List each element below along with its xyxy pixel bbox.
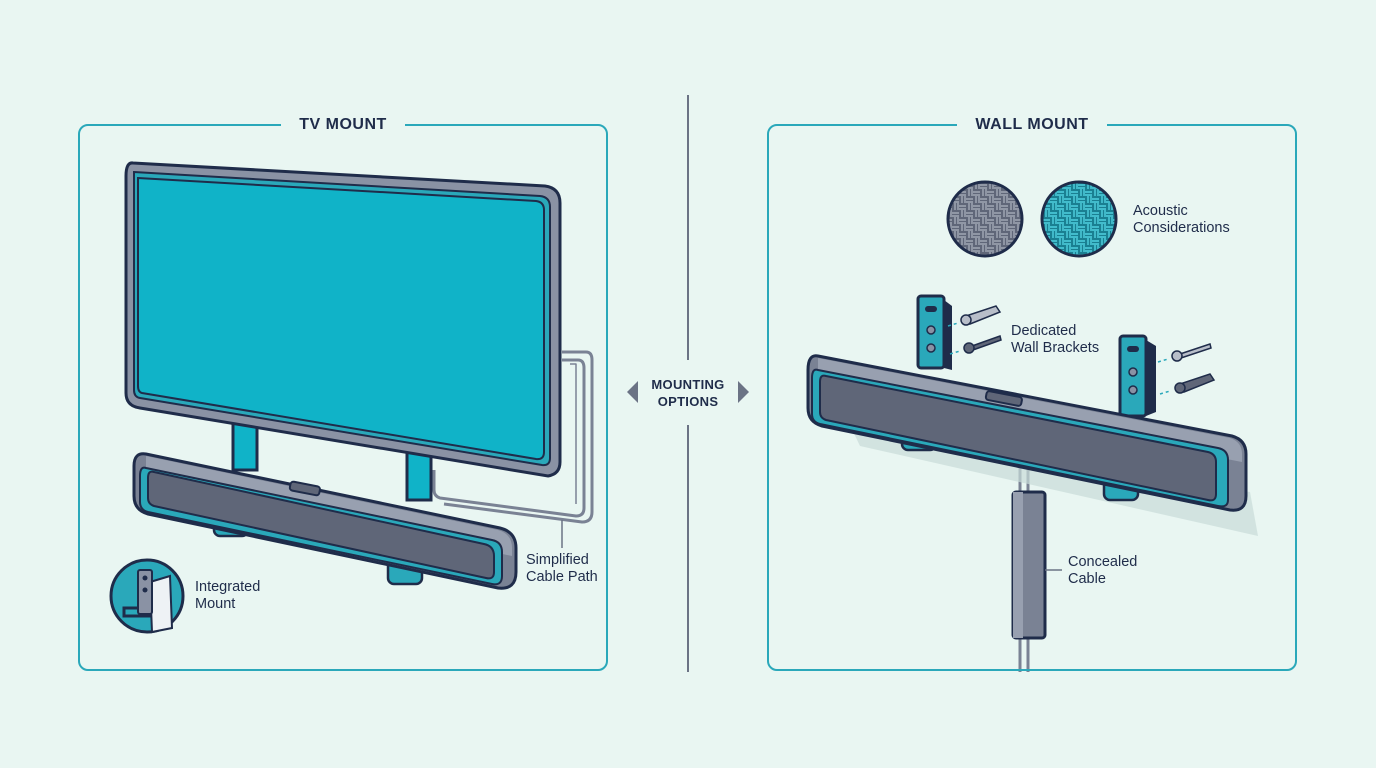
arrow-right-icon [738,381,749,403]
soundbar-left [132,452,518,590]
wall-mount-panel: WALL MOUNT [767,116,1297,671]
concealed-cable [1011,460,1062,672]
acoustic-considerations-label: Acoustic Considerations [1133,203,1230,236]
acoustic-panel-teal-icon [1040,180,1118,258]
integrated-mount-icon [109,558,185,634]
wall-mount-title: WALL MOUNT [957,116,1107,133]
tv-mount-panel: TV MOUNT [78,116,608,671]
tv-mount-title: TV MOUNT [281,116,405,133]
screw-icon [949,335,1002,355]
cable-path [432,350,594,524]
dedicated-wall-brackets-label: Dedicated Wall Brackets [1011,323,1100,356]
wall-bracket-left [916,294,952,370]
soundbar-right [806,354,1258,536]
wall-anchor-icon [1159,373,1216,395]
integrated-mount-label: Integrated Mount [195,579,261,612]
screw-icon [1157,343,1212,363]
concealed-cable-label: Concealed Cable [1068,554,1138,587]
tv-illustration [109,161,594,634]
wall-anchor-icon [947,305,1002,327]
acoustic-panel-gray-icon [946,180,1024,258]
mounting-options-label: MOUNTING OPTIONS [651,377,725,409]
wall-bracket-right [1118,334,1156,418]
center-divider [627,95,749,672]
tv-screen [137,176,545,461]
arrow-left-icon [627,381,638,403]
simplified-cable-path-label: Simplified Cable Path [526,552,598,585]
wall-illustration [806,180,1258,672]
